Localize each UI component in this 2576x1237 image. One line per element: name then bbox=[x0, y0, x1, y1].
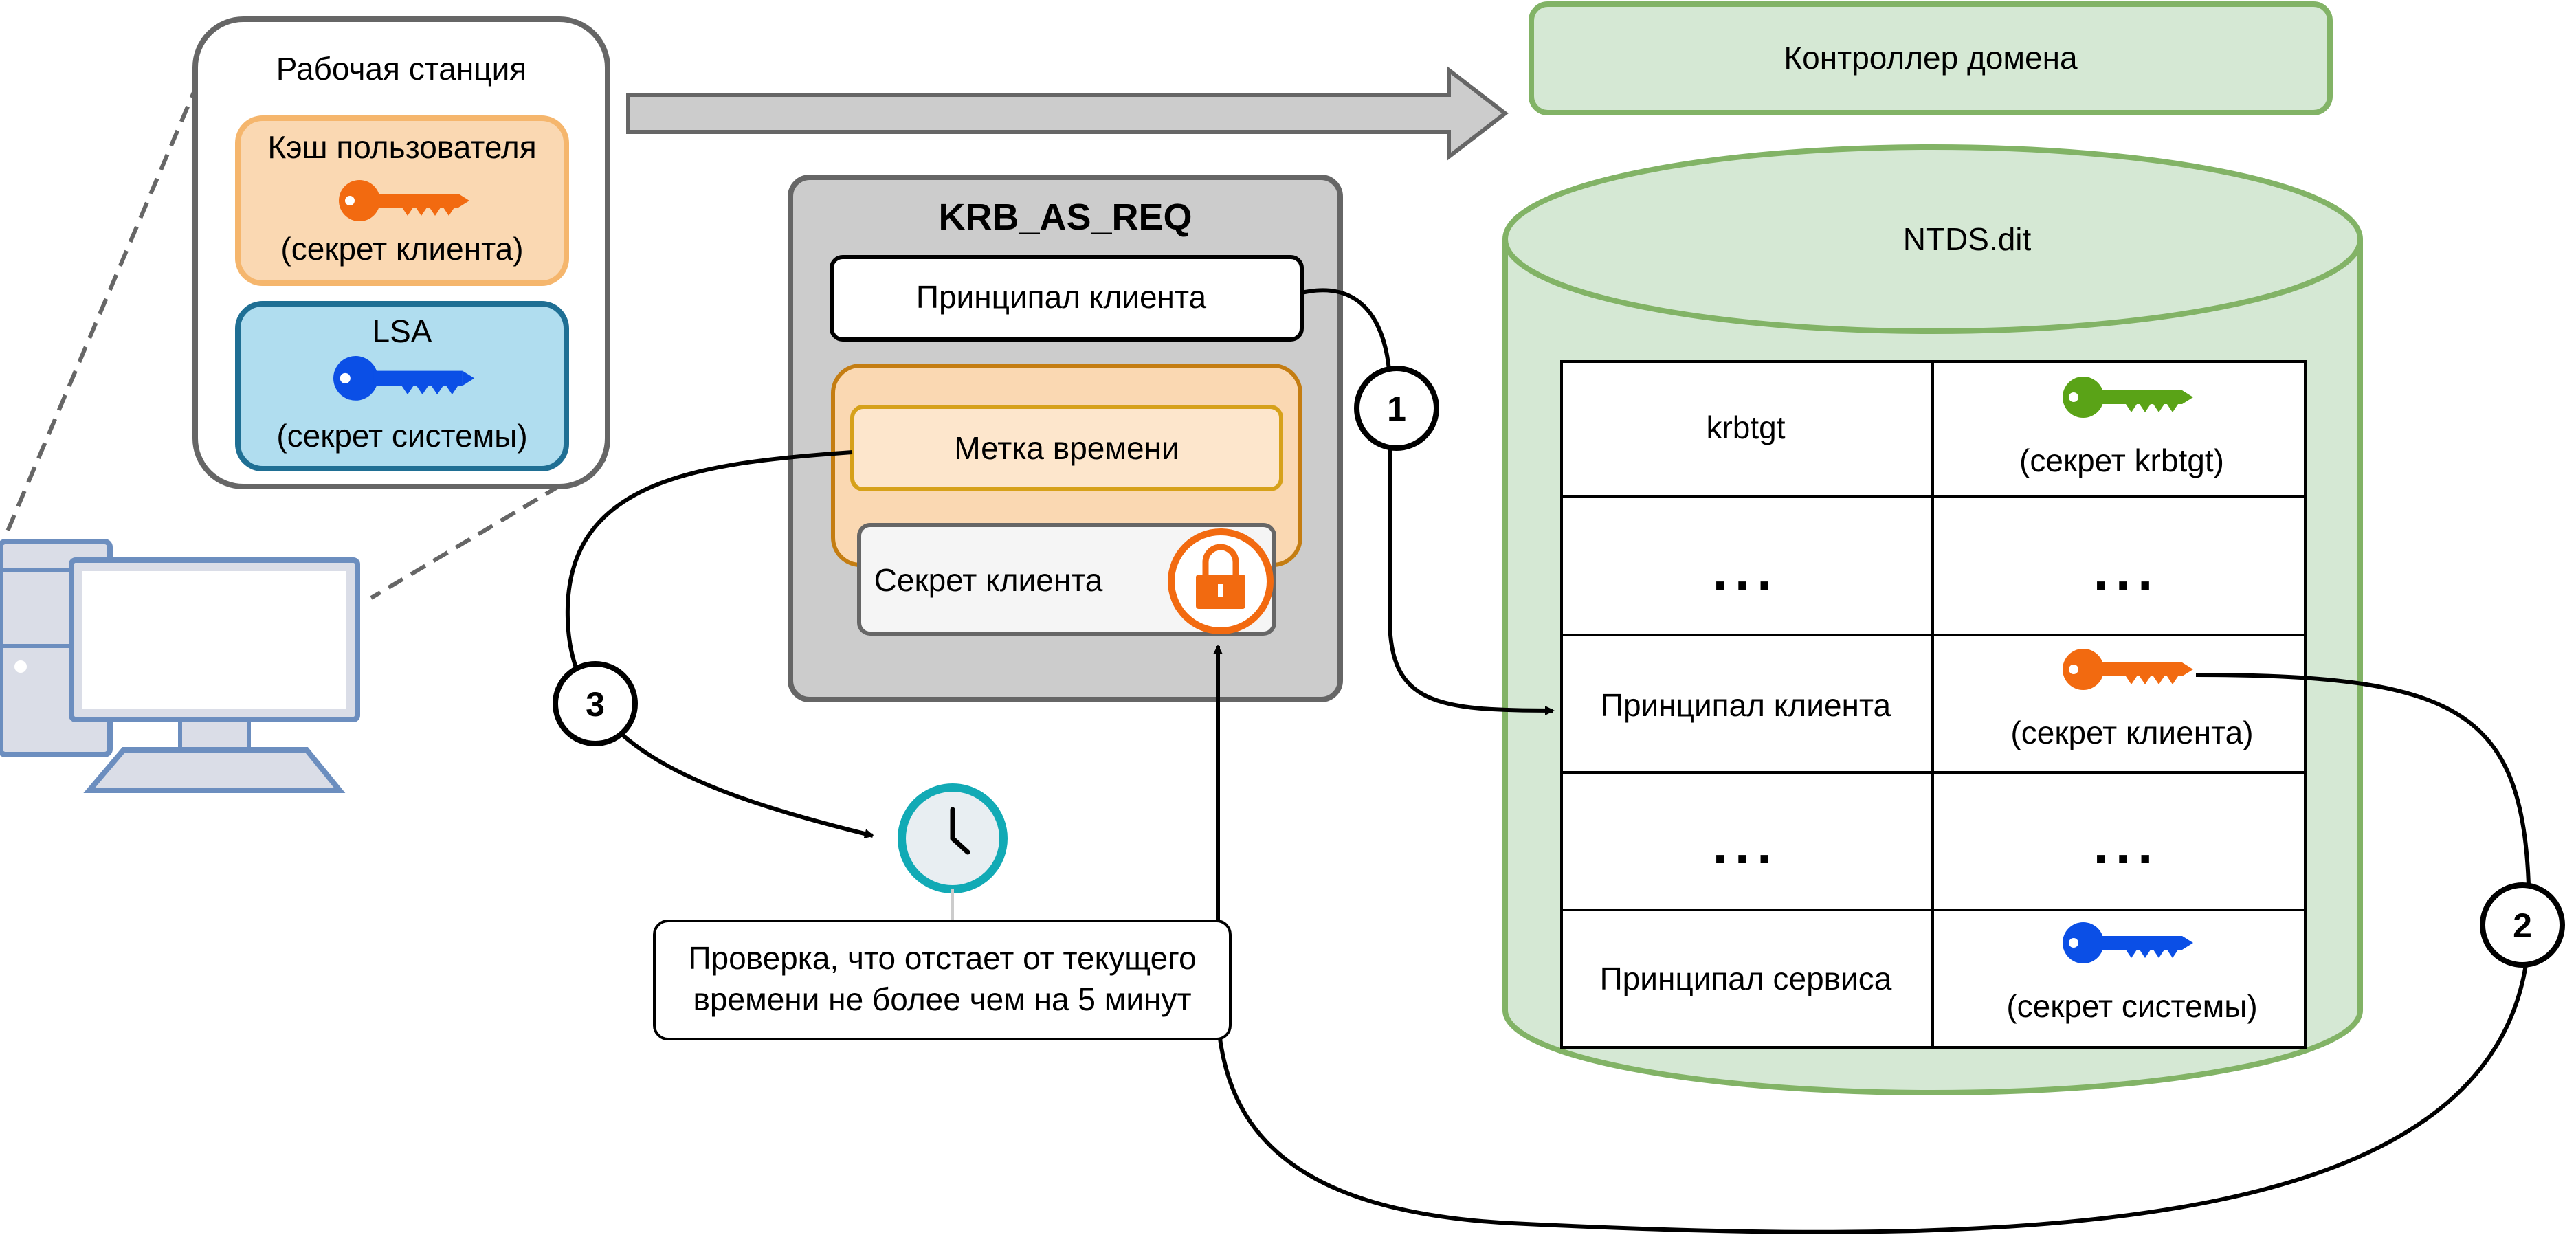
callout-line-top bbox=[3, 81, 200, 537]
user-cache-caption: (секрет клиента) bbox=[280, 231, 523, 267]
client-secret-label: Секрет клиента bbox=[874, 562, 1103, 598]
client-principal-label: Принципал клиента bbox=[916, 279, 1207, 315]
computer-icon bbox=[0, 539, 360, 793]
request-arrow bbox=[626, 65, 1509, 161]
user-cache-title: Кэш пользователя bbox=[267, 129, 536, 165]
table-row-secret: (секрет krbtgt) bbox=[2019, 443, 2224, 478]
table-row-name: Принципал клиента bbox=[1601, 687, 1891, 723]
workstation-title: Рабочая станция bbox=[276, 51, 526, 87]
table-row-name: ... bbox=[1713, 540, 1779, 601]
table-row-secret: (секрет системы) bbox=[2006, 988, 2257, 1024]
table-row-secret: ... bbox=[2094, 540, 2160, 601]
step-badge-1: 1 bbox=[1354, 366, 1439, 451]
client-principal-field bbox=[830, 255, 1304, 342]
table-row-secret: (секрет клиента) bbox=[2010, 715, 2253, 750]
krb-as-req-packet: KRB_AS_REQ Принципал клиента Метка време… bbox=[788, 175, 1343, 702]
step-badge-2: 2 bbox=[2480, 882, 2565, 968]
timestamp-label: Метка времени bbox=[954, 430, 1179, 466]
time-check-note bbox=[653, 920, 1232, 1040]
lsa-caption: (секрет системы) bbox=[276, 418, 527, 454]
lock-icon bbox=[1168, 528, 1274, 634]
database-title: NTDS.dit bbox=[1903, 221, 2032, 257]
table-row-name: ... bbox=[1713, 814, 1779, 875]
clock-icon bbox=[898, 783, 1008, 893]
domain-controller-box bbox=[1529, 1, 2333, 115]
step-badge-3: 3 bbox=[553, 661, 638, 746]
svg-text:2: 2 bbox=[2513, 906, 2532, 945]
time-check-line-1: Проверка, что отстает от текущего bbox=[688, 940, 1196, 976]
table-row-name: Принципал сервиса bbox=[1600, 961, 1892, 996]
time-check-line-2: времени не более чем на 5 минут bbox=[693, 981, 1191, 1017]
lsa-title: LSA bbox=[373, 313, 432, 349]
table-row-secret: ... bbox=[2094, 814, 2160, 875]
connector-step-3 bbox=[565, 450, 874, 838]
principal-table: krbtgt (секрет krbtgt) ... ... Принципал… bbox=[1560, 360, 2307, 1049]
connector-step-2 bbox=[1213, 645, 2532, 1234]
client-secret-field bbox=[857, 523, 1276, 636]
callout-line-bottom bbox=[370, 457, 606, 600]
svg-text:1: 1 bbox=[1387, 390, 1406, 428]
svg-text:3: 3 bbox=[586, 685, 605, 724]
domain-controller-title: Контроллер домена bbox=[1784, 40, 2078, 76]
timestamp-field bbox=[850, 405, 1283, 491]
workstation: Рабочая станция Кэш пользователя (секрет… bbox=[0, 16, 610, 793]
packet-title: KRB_AS_REQ bbox=[938, 197, 1192, 238]
table-row-name: krbtgt bbox=[1706, 410, 1785, 445]
connector-step-1 bbox=[1301, 288, 1555, 715]
